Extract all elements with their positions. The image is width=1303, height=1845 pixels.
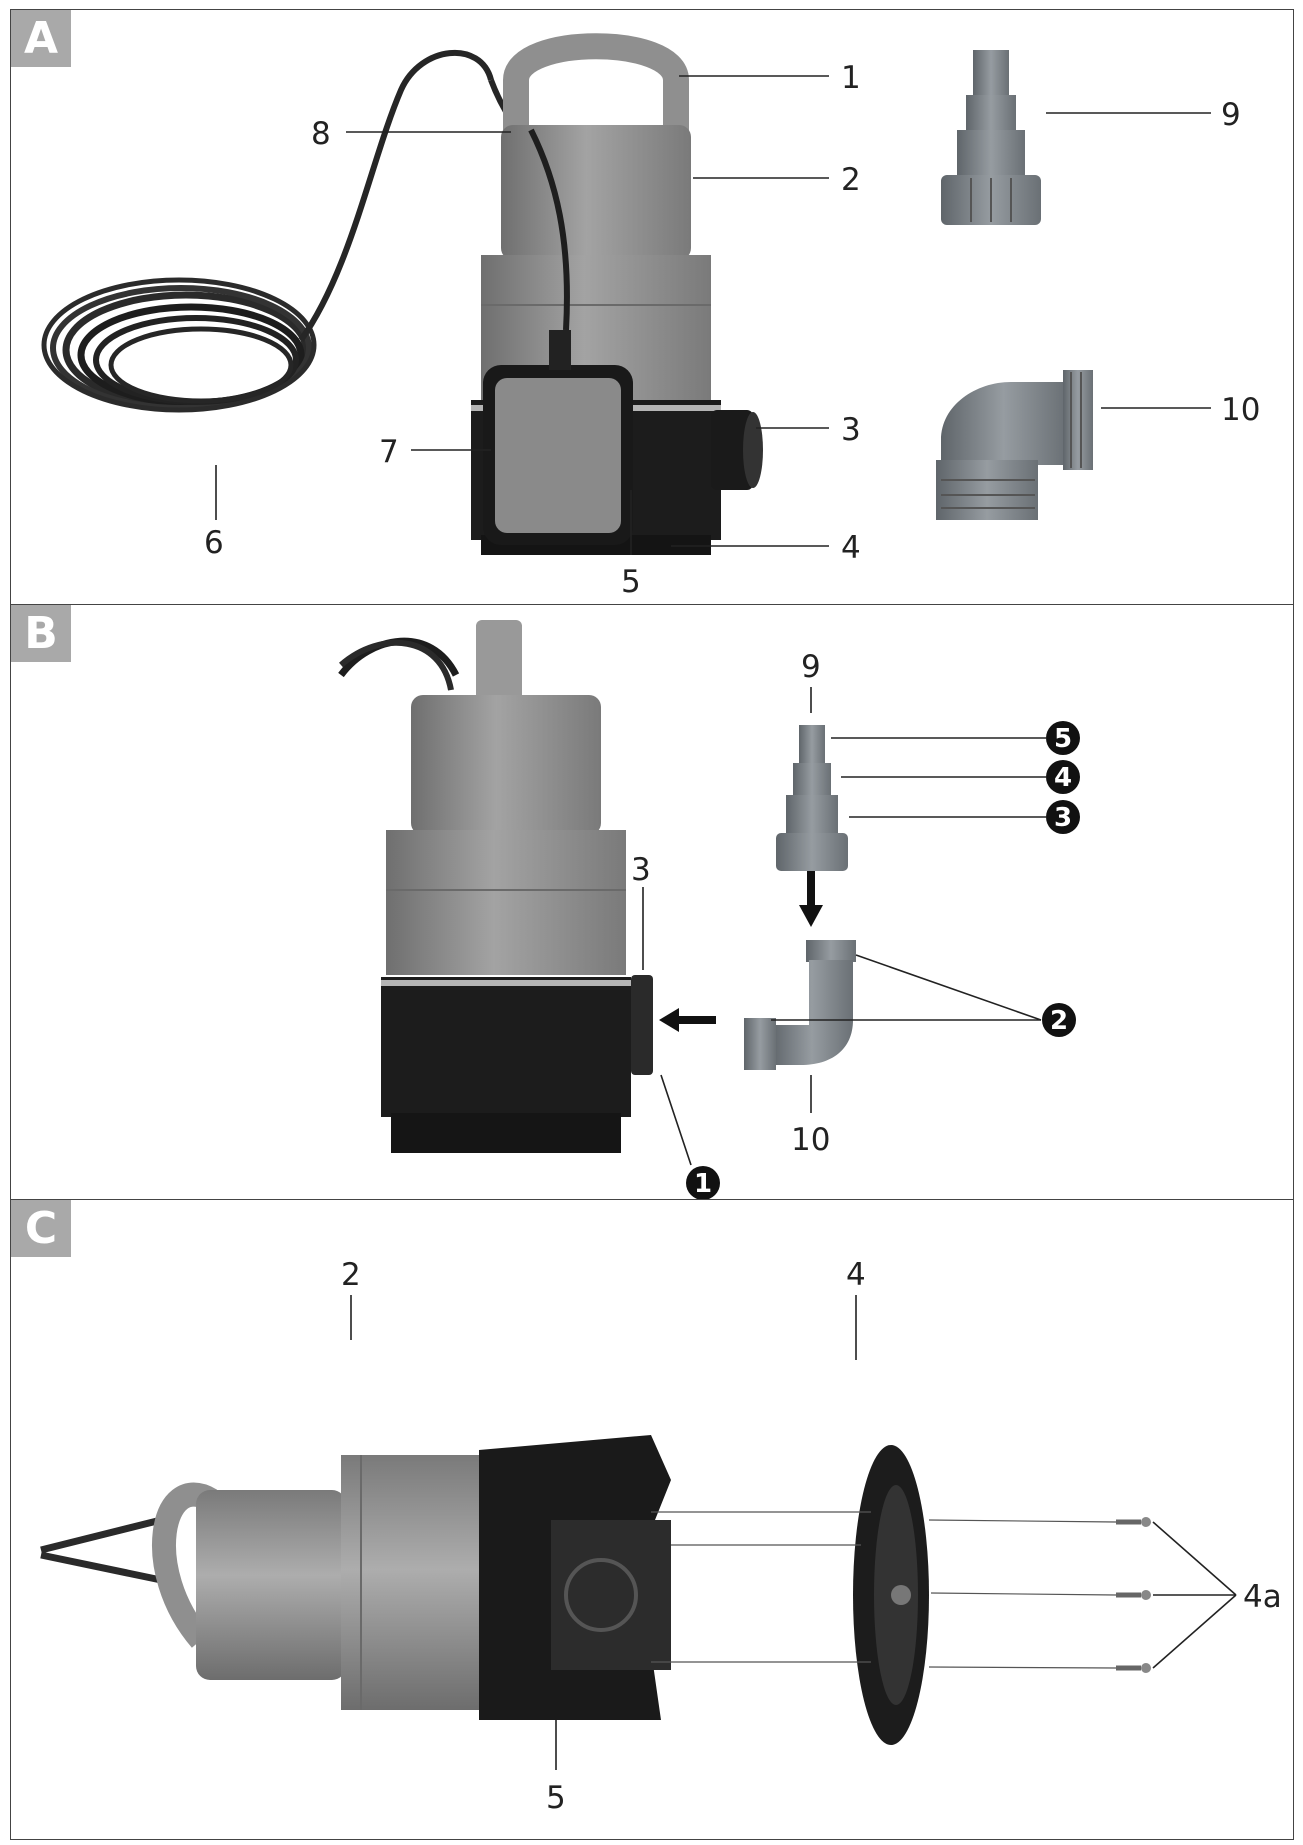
step-1-marker: 1 bbox=[686, 1166, 720, 1199]
label-1: 1 bbox=[841, 60, 861, 96]
elbow-connector bbox=[744, 940, 856, 1070]
step-5-marker: 5 bbox=[1046, 721, 1080, 755]
screws bbox=[1116, 1517, 1151, 1673]
panel-a-figure: 1 2 3 4 5 6 7 8 9 10 bbox=[41, 33, 1260, 600]
pump-side-view bbox=[338, 620, 653, 1153]
pump-assembled bbox=[471, 33, 763, 555]
step-2-marker: 2 bbox=[1042, 1003, 1076, 1037]
panel-c: C bbox=[10, 1199, 1294, 1840]
label-10: 10 bbox=[791, 1122, 830, 1158]
assembly-arrows bbox=[659, 867, 823, 1032]
label-2: 2 bbox=[841, 162, 861, 198]
hose-adapter bbox=[941, 50, 1041, 225]
label-5: 5 bbox=[621, 564, 641, 600]
hose-adapter bbox=[776, 725, 848, 871]
label-9: 9 bbox=[801, 649, 821, 685]
label-8: 8 bbox=[311, 116, 331, 152]
panel-a-tag: A bbox=[11, 10, 71, 67]
svg-text:5: 5 bbox=[1054, 724, 1072, 754]
label-6: 6 bbox=[204, 525, 224, 561]
pump-horizontal bbox=[40, 1435, 671, 1720]
label-4a: 4a bbox=[1243, 1579, 1282, 1615]
svg-text:4: 4 bbox=[1054, 763, 1072, 793]
svg-text:2: 2 bbox=[1050, 1006, 1068, 1036]
panel-b-tag: B bbox=[11, 605, 71, 662]
label-3: 3 bbox=[841, 412, 861, 448]
label-2: 2 bbox=[341, 1257, 361, 1293]
label-4: 4 bbox=[846, 1257, 866, 1293]
bottom-plate bbox=[853, 1445, 929, 1745]
panel-c-tag: C bbox=[11, 1200, 71, 1257]
svg-text:3: 3 bbox=[1054, 803, 1072, 833]
step-4-marker: 4 bbox=[1046, 760, 1080, 794]
svg-text:1: 1 bbox=[694, 1169, 712, 1199]
label-4: 4 bbox=[841, 530, 861, 566]
step-3-marker: 3 bbox=[1046, 800, 1080, 834]
label-9: 9 bbox=[1221, 97, 1241, 133]
panel-b: B bbox=[10, 604, 1294, 1200]
label-5: 5 bbox=[546, 1780, 566, 1816]
elbow-connector bbox=[936, 370, 1093, 520]
label-10: 10 bbox=[1221, 392, 1260, 428]
label-7: 7 bbox=[379, 434, 399, 470]
label-3: 3 bbox=[631, 852, 651, 888]
panel-b-figure: 9 3 10 1 2 3 4 5 bbox=[338, 620, 1080, 1199]
panel-c-figure: 2 4 4a 5 bbox=[40, 1257, 1282, 1816]
power-cable-coil bbox=[41, 49, 553, 413]
panel-a: A bbox=[10, 9, 1294, 605]
